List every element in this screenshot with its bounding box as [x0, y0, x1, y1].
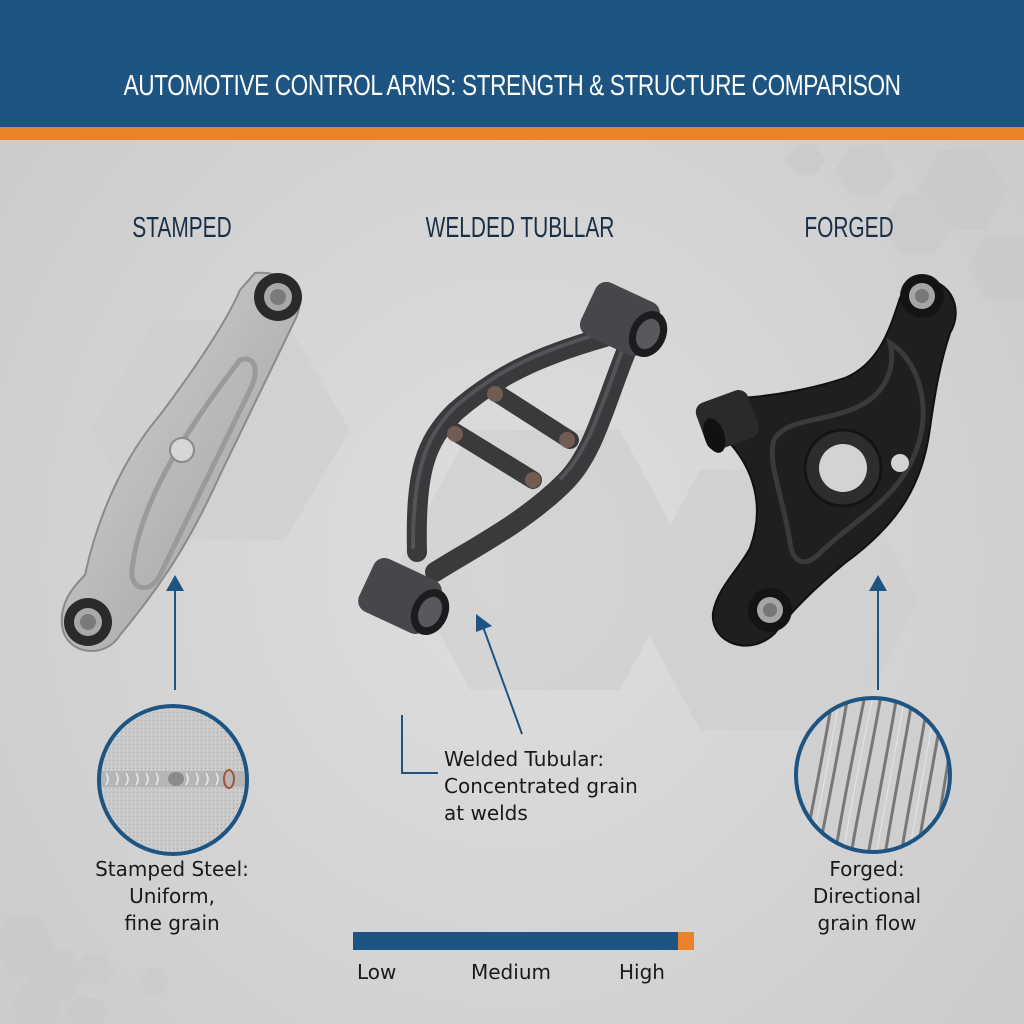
scale-label-medium: Medium — [471, 960, 551, 984]
scale-label-high: High — [619, 960, 665, 984]
scale-label-low: Low — [357, 960, 397, 984]
caption-stamped: Stamped Steel: Uniform, fine grain — [95, 857, 249, 935]
stamped-grain-closeup — [97, 704, 249, 856]
scale-bar-fill — [353, 932, 678, 950]
welded-tubular-arm-image — [358, 282, 668, 636]
arrow-up-icon — [869, 575, 887, 690]
scale-bar-accent — [678, 932, 694, 950]
forged-grain-flow-closeup — [794, 696, 952, 854]
accent-stripe — [0, 127, 1024, 140]
callout-bracket — [401, 715, 438, 774]
column-title-welded-tubular: WELDED TUBLLAR — [425, 212, 615, 244]
caption-welded-tubular: Welded Tubular: Concentrated grain at we… — [444, 747, 638, 825]
column-title-forged: FORGED — [804, 212, 894, 244]
strength-scale-bar — [353, 932, 694, 950]
arrow-diagonal-icon — [476, 614, 523, 735]
column-title-stamped: STAMPED — [132, 212, 232, 244]
page-title: AUTOMOTIVE CONTROL ARMS: STRENGTH & STRU… — [123, 70, 901, 102]
caption-forged: Forged: Directional grain flow — [812, 857, 922, 935]
arrow-up-icon — [166, 575, 184, 690]
stamped-arm-image — [60, 271, 302, 652]
header-banner: AUTOMOTIVE CONTROL ARMS: STRENGTH & STRU… — [0, 0, 1024, 127]
forged-arm-image — [695, 274, 957, 647]
